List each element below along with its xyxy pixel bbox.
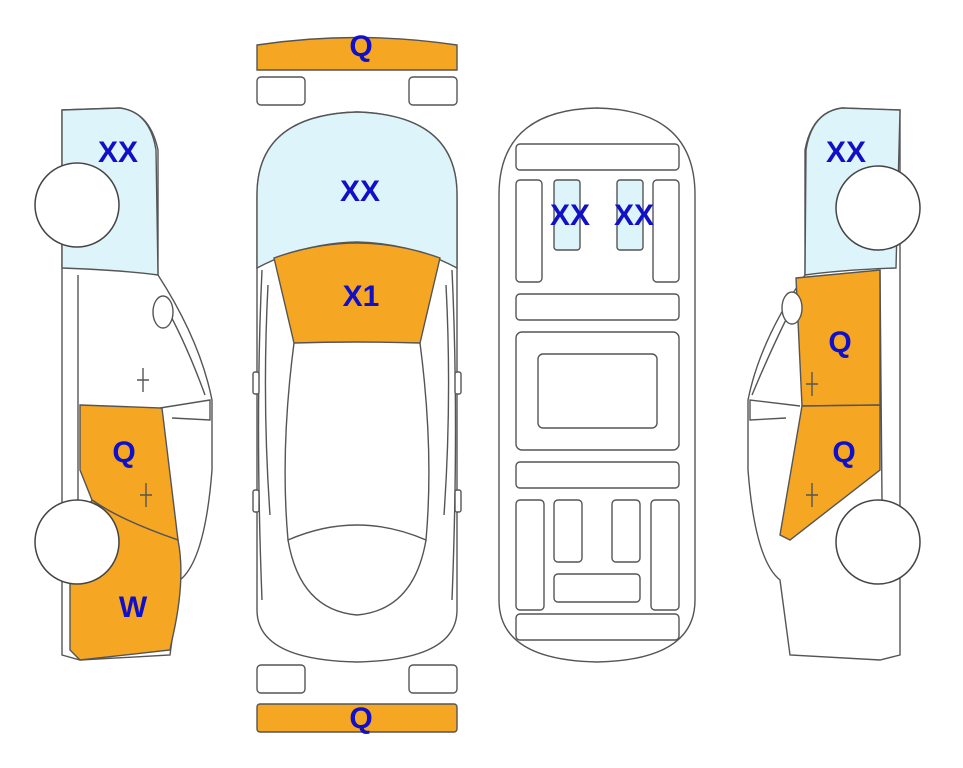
top-roof-outline: [284, 342, 430, 542]
left-rear-door-label: Q: [112, 436, 135, 469]
front-right-lamp: [408, 76, 458, 106]
front-bumper-label: Q: [349, 30, 372, 63]
top-left-mirror: [252, 371, 260, 395]
top-right-side-line: [443, 284, 450, 516]
left-rear-handle: [140, 483, 152, 507]
panel-rear-crossmember: [515, 461, 680, 489]
roof-glass-right[interactable]: [616, 179, 644, 251]
right-rear-door-label: Q: [832, 436, 855, 469]
underbody-view: XX XX: [498, 107, 696, 663]
right-rear-handle: [806, 483, 818, 507]
panel-rear-right: [650, 499, 680, 611]
right-mirror-housing: [781, 291, 803, 325]
right-rear-door[interactable]: [779, 404, 881, 541]
front-bumper[interactable]: [256, 36, 458, 71]
front-left-lamp: [256, 76, 306, 106]
rear-bumper-label: Q: [349, 702, 372, 735]
right-front-door-label: Q: [828, 326, 851, 359]
panel-rear-end: [515, 613, 680, 641]
panel-mid-crossmember: [515, 293, 680, 321]
panel-rear-inner-left: [553, 499, 583, 563]
left-window-label: XX: [98, 136, 138, 169]
left-rear-quarter-label: W: [119, 591, 148, 624]
left-mirror-housing: [152, 295, 174, 329]
top-left-handle: [252, 489, 260, 513]
top-left-body-edge: [257, 269, 263, 601]
hood[interactable]: [273, 242, 441, 344]
left-front-handle: [137, 368, 149, 392]
top-view-car: Q XX X1 Q: [252, 30, 462, 735]
rear-right-lamp: [408, 664, 458, 694]
top-left-side-line: [264, 284, 271, 516]
windshield-label: XX: [340, 175, 380, 208]
right-front-handle: [806, 372, 818, 396]
top-right-mirror: [454, 371, 462, 395]
right-b-pillar: [879, 269, 883, 501]
panel-front-crossmember: [515, 143, 680, 171]
panel-rear-left: [515, 499, 545, 611]
top-right-handle: [454, 489, 462, 513]
right-front-wheel: [835, 165, 921, 251]
roof-glass-right-label: XX: [614, 199, 654, 232]
right-side-view: XX Q Q: [747, 107, 921, 661]
panel-rear-spare: [553, 573, 641, 603]
panel-front-right: [652, 179, 680, 283]
roof-glass-left-label: XX: [550, 199, 590, 232]
left-rear-wheel: [34, 499, 120, 585]
panel-rear-inner-right: [611, 499, 641, 563]
top-right-body-edge: [451, 269, 457, 601]
left-mirror: [159, 399, 211, 421]
right-window-label: XX: [826, 136, 866, 169]
rear-left-lamp: [256, 664, 306, 694]
top-rear-window: [287, 539, 427, 616]
left-front-wheel: [34, 162, 120, 248]
panel-floor-center: [537, 353, 658, 429]
right-rear-wheel: [835, 499, 921, 585]
right-mirror: [749, 399, 801, 421]
rear-bumper[interactable]: [256, 703, 458, 733]
roof-glass-left[interactable]: [553, 179, 581, 251]
panel-front-left: [515, 179, 543, 283]
hood-label: X1: [343, 280, 380, 313]
left-side-view: XX Q W: [34, 107, 213, 661]
